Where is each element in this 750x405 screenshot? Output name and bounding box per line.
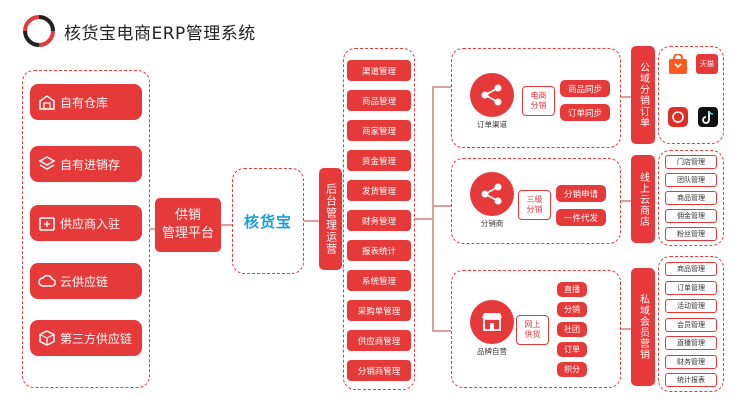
group-label: 三级 分销 [518,190,551,220]
backend-menu-item: 采购单管理 [347,300,411,321]
brand-name: 核货宝 [243,212,292,231]
cloud-store-menu-item: 佣金管理 [665,209,717,223]
header: 核货宝电商ERP管理系统 [22,14,256,48]
channel-pill: 积分 [557,362,587,377]
left-item-label: 自有仓库 [60,95,109,110]
box-icon [39,330,55,346]
left-item-label: 自有进销存 [60,157,121,172]
cloud-store-menu-item: 团队管理 [665,173,717,187]
left-item-warehouse: 自有仓库 [30,84,142,120]
side-label-cloud-store: 线上云商店 [631,155,655,243]
connector [304,220,320,222]
connector [432,86,452,88]
member-menu-item: 商品管理 [665,262,717,276]
left-item-label: 供应商入驻 [60,216,121,231]
member-menu-item: 活动管理 [665,299,717,313]
connector [621,200,631,202]
connector [621,328,631,330]
backend-menu-item: 系统管理 [347,270,411,291]
storefront-icon [482,313,502,331]
share-icon [481,84,502,106]
left-item-inventory: 自有进销存 [30,146,142,182]
group-label: 电商 分销 [522,86,555,116]
side-label-public: 公域分销订单 [631,46,655,144]
left-item-label: 云供应链 [60,274,109,289]
side-label-private: 私域会员营销 [631,268,655,386]
connector [415,218,433,220]
connector [621,96,631,98]
channel-pill: 分销 [557,302,587,317]
connector [432,330,452,332]
left-item-label: 第三方供应链 [60,331,133,346]
cloud-icon [38,274,56,287]
page-title: 核货宝电商ERP管理系统 [64,23,256,44]
tiktok-icon [698,107,718,127]
channel-pill: 社团 [557,322,587,337]
layers-icon [38,156,56,170]
connector [432,205,452,207]
backend-menu-item: 供应商管理 [347,330,411,351]
brand-own-label: 品牌自营 [477,347,507,356]
share-icon [481,183,502,205]
backend-menu-item: 分销商管理 [347,360,411,381]
warehouse-icon [39,95,55,110]
left-item-third-party: 第三方供应链 [30,320,142,356]
brand-own-circle [470,300,514,344]
member-menu-item: 财务管理 [665,354,717,369]
member-menu-item: 会员管理 [665,317,717,332]
brand-box: 核货宝 [232,168,304,274]
member-menu-item: 直播管理 [665,336,717,350]
connector [150,228,158,230]
backend-menu-item: 渠道管理 [347,60,411,81]
channel-label: 订单渠道 [477,120,507,129]
logo-icon [23,15,55,47]
member-menu-item: 统计报表 [665,373,717,387]
backend-menu-item: 资金管理 [347,150,411,171]
hub-node: 供销 管理平台 [155,198,221,252]
distributor-label: 分销商 [480,219,504,228]
left-item-supplier: 供应商入驻 [30,205,142,241]
member-menu-item: 订单管理 [665,280,717,295]
backend-menu-item: 发货管理 [347,180,411,201]
left-item-cloud-supply: 云供应链 [30,263,142,299]
store-icon [39,217,55,231]
pill-dropship: 一件代发 [556,209,606,226]
connector [432,86,434,330]
pill-apply: 分销申请 [556,185,606,202]
backend-menu-item: 报表统计 [347,240,411,261]
backend-menu-item: 商品管理 [347,90,411,111]
connector [221,224,233,226]
pill-product-sync: 商品同步 [560,80,610,97]
pinduoduo-icon [668,107,688,127]
channel-circle [470,73,514,117]
channel-pill: 订单 [557,342,587,357]
cloud-store-menu-item: 商品管理 [665,191,717,205]
pill-order-sync: 订单同步 [560,104,610,121]
backend-menu-item: 商家管理 [347,120,411,141]
cloud-store-menu-item: 门店管理 [665,155,717,169]
distributor-circle [470,172,514,216]
cloud-store-menu-item: 粉丝管理 [665,227,717,241]
tmall-icon: 天猫 [696,54,718,74]
backend-menu-item: 财务管理 [347,210,411,231]
channel-pill: 直播 [557,282,587,297]
group-label: 网上 供货 [516,315,549,345]
shopping-bag-icon [669,54,687,74]
backend-label: 后台管理运营 [319,168,342,270]
